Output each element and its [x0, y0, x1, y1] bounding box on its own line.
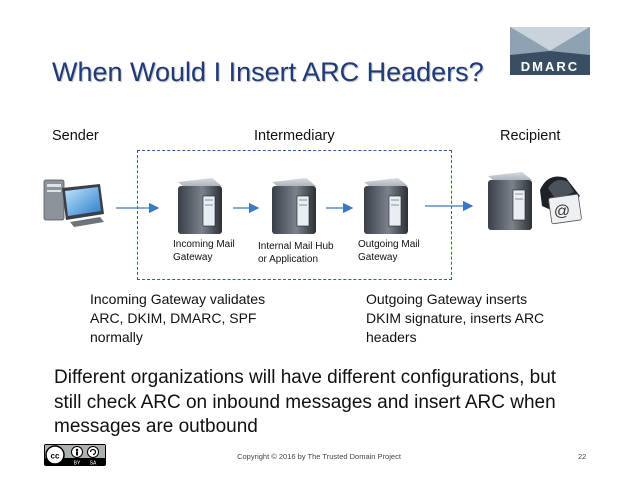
- note-incoming-gateway: Incoming Gateway validates ARC, DKIM, DM…: [90, 291, 266, 345]
- svg-text:BY: BY: [74, 461, 81, 467]
- creative-commons-badge-icon: cc BY SA: [44, 444, 106, 466]
- incoming-gateway-server-icon: [178, 178, 222, 234]
- svg-text:SA: SA: [90, 461, 97, 467]
- recipient-label: Recipient: [500, 128, 561, 144]
- dmarc-logo: DMARC: [510, 27, 590, 75]
- svg-text:@: @: [554, 203, 570, 220]
- mailbox-icon: @: [540, 176, 582, 225]
- slide-title: When Would I Insert ARC Headers?: [52, 57, 484, 87]
- intermediary-label: Intermediary: [254, 128, 335, 144]
- outgoing-gateway-server-icon: [364, 178, 408, 234]
- node-label-internal-hub: Internal Mail Hub or Application: [258, 241, 334, 265]
- node-label-incoming: Incoming Mail Gateway: [173, 239, 235, 263]
- summary-text: Different organizations will have differ…: [54, 367, 557, 437]
- logo-text: DMARC: [521, 59, 579, 74]
- internal-hub-server-icon: [272, 178, 316, 234]
- note-outgoing-gateway: Outgoing Gateway inserts DKIM signature,…: [366, 291, 545, 345]
- svg-text:cc: cc: [51, 452, 60, 461]
- recipient-server-icon: [488, 172, 532, 230]
- sender-computer-icon: [43, 179, 104, 227]
- sender-label: Sender: [52, 128, 99, 144]
- intermediary-boundary: [137, 150, 452, 280]
- copyright-footer: Copyright © 2016 by The Trusted Domain P…: [237, 452, 401, 461]
- page-number: 22: [578, 452, 587, 461]
- node-label-outgoing: Outgoing Mail Gateway: [358, 239, 420, 263]
